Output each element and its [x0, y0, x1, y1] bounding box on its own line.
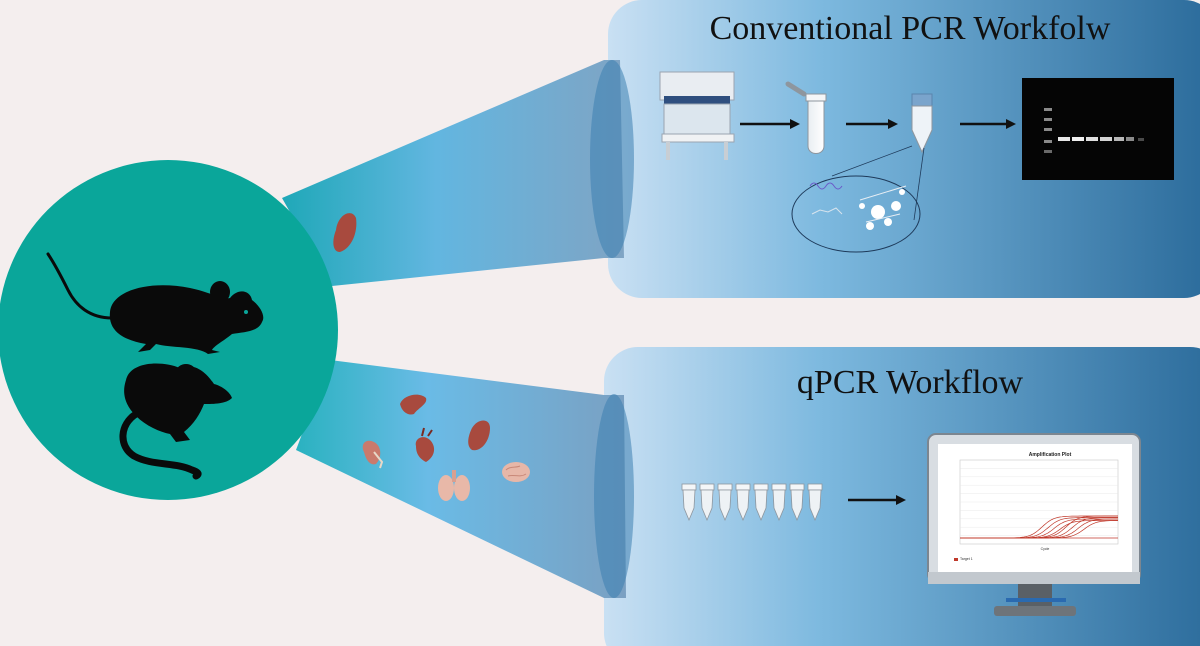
amplification-curve — [960, 520, 1118, 539]
pcr-tube-cap — [753, 483, 769, 491]
beam-top — [282, 60, 624, 286]
pcr-tube — [754, 489, 768, 522]
arrow-1-head — [790, 119, 800, 129]
kidney-icon — [362, 440, 384, 469]
pcr-tube — [772, 489, 786, 522]
pcr-tube — [700, 489, 714, 522]
beam-bottom-end — [594, 394, 634, 598]
zoom-line-2 — [913, 147, 925, 221]
pcr-tube — [718, 489, 732, 522]
arrow-2-head — [888, 119, 898, 129]
amplification-plot-title: Amplification Plot — [1028, 452, 1072, 458]
pcr-tube — [736, 489, 750, 522]
mouse-icon — [46, 252, 264, 354]
spleen-icon — [333, 213, 357, 252]
microtube-icon — [785, 81, 827, 154]
beam-top-end — [590, 60, 634, 258]
arrow-3-head — [1006, 119, 1016, 129]
centrifuge-tube-icon — [911, 93, 933, 154]
pcr-tube-cap — [771, 483, 787, 491]
liver-icon — [400, 394, 427, 415]
gel-image-icon — [1022, 78, 1174, 180]
pcr-tube-cap — [807, 483, 823, 491]
lungs-icon — [438, 470, 470, 501]
kidney-icon-2 — [468, 420, 490, 451]
zoom-line-1 — [831, 145, 913, 177]
amplification-plot-area — [954, 459, 1119, 561]
pcr-tube-cap — [735, 483, 751, 491]
amplification-plot-legend: Target 1 — [960, 557, 973, 561]
dna-circle-icon — [791, 175, 921, 253]
rat-icon — [119, 363, 232, 480]
pcr-tube — [790, 489, 804, 522]
conventional-pcr-title: Conventional PCR Workfolw — [709, 10, 1111, 47]
arrow-4-head — [896, 495, 906, 505]
brain-icon — [502, 462, 530, 482]
amplification-plot-xlabel: Cycle — [1040, 547, 1050, 551]
pcr-tube — [682, 489, 696, 522]
pcr-tube — [808, 489, 822, 522]
biosafety-cabinet-icon — [659, 71, 735, 160]
pcr-tube-cap — [699, 483, 715, 491]
pcr-tube-cap — [789, 483, 805, 491]
qpcr-title: qPCR Workflow — [796, 364, 1024, 401]
pcr-tube-cap — [681, 483, 697, 491]
pcr-tube-strip-icon — [681, 483, 823, 522]
heart-icon — [415, 427, 435, 462]
pcr-tube-cap — [717, 483, 733, 491]
